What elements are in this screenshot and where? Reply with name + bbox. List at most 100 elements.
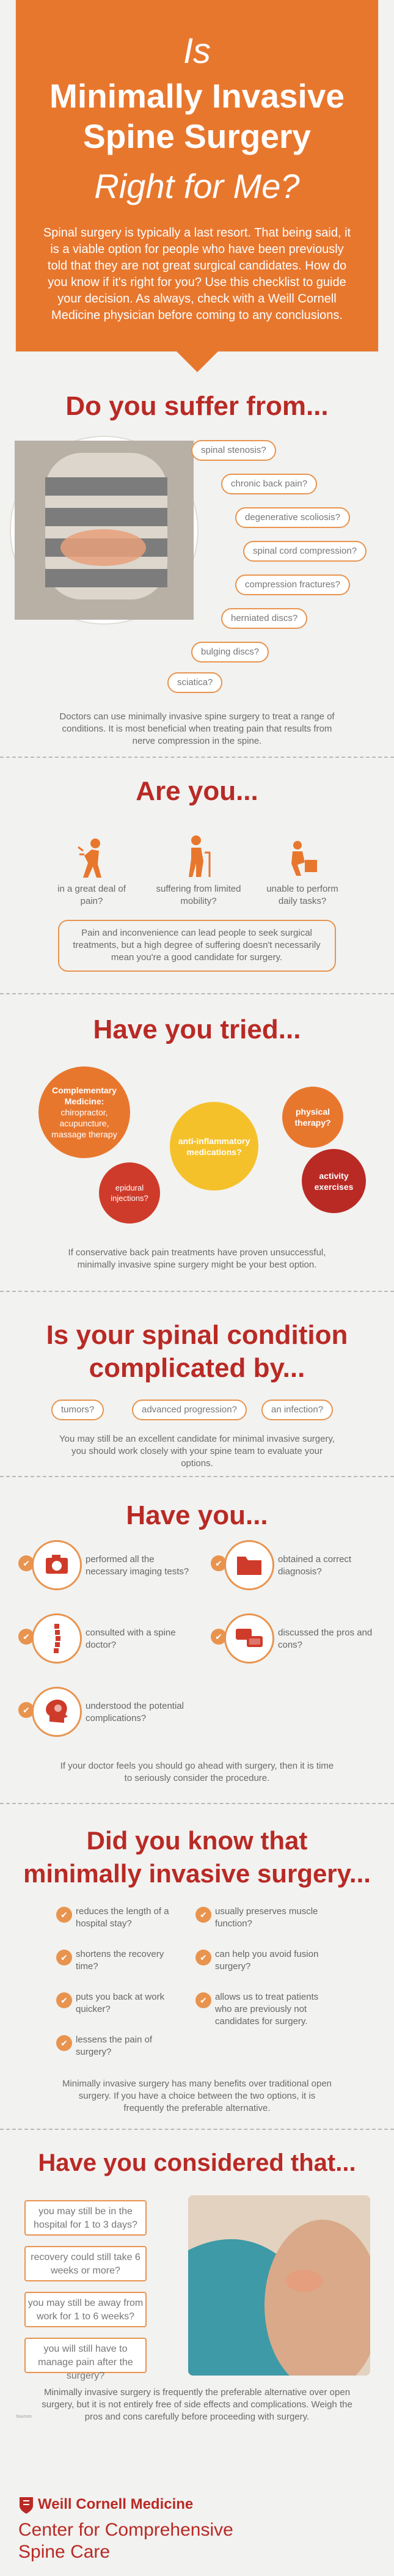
brand-center: Center for Comprehensive Spine Care — [18, 2519, 233, 2563]
check-icon — [195, 1950, 211, 1965]
complicated-note: You may still be an excellent candidate … — [59, 1434, 335, 1469]
back-exam-photo — [188, 2195, 370, 2376]
benefit-2: shortens the recovery time? — [76, 1949, 164, 1972]
consider-box-3: you may still be away from work for 1 to… — [24, 2292, 147, 2327]
check-icon — [195, 1992, 211, 2008]
bubble-complementary: Complementary Medicine:chiropractor, acu… — [38, 1066, 130, 1158]
header-intro: Spinal surgery is typically a last resor… — [43, 226, 351, 322]
have-you-item-5: understood the potential complications? — [86, 1701, 184, 1723]
have-you-item-1: performed all the necessary imaging test… — [86, 1554, 189, 1577]
bubble-complementary-text: chiropractor, acupuncture, massage thera… — [51, 1107, 117, 1139]
bubble-epidural: epidural injections? — [99, 1162, 160, 1224]
have-you-note: If your doctor feels you should go ahead… — [60, 1761, 334, 1783]
divider-5 — [0, 1803, 394, 1804]
brand-name: Weill Cornell Medicine — [38, 2496, 194, 2512]
title-line-3: Spine Surgery — [83, 117, 311, 155]
check-icon — [56, 2035, 72, 2051]
header-banner: Is Minimally Invasive Spine Surgery Righ… — [16, 0, 378, 372]
condition-pill-8: sciatica? — [167, 672, 223, 693]
have-you-item-3: consulted with a spine doctor? — [86, 1627, 176, 1650]
complication-pill-2: advanced progression? — [132, 1400, 247, 1420]
benefit-6: can help you avoid fusion surgery? — [215, 1949, 319, 1972]
pain-person-icon — [78, 838, 101, 878]
are-you-item-1: in a great deal of pain? — [57, 884, 126, 906]
did-you-know-line-2: minimally invasive surgery... — [23, 1859, 371, 1888]
check-icon — [195, 1907, 211, 1923]
spine-icon — [32, 1613, 82, 1664]
complicated-title-line-1: Is your spinal condition — [46, 1320, 348, 1350]
divider-6 — [0, 2129, 394, 2130]
section-title-complicated: Is your spinal condition complicated by.… — [0, 1319, 394, 1385]
references-heading: Sources: — [16, 2415, 33, 2419]
lifting-person-icon — [291, 841, 317, 876]
section-title-suffer: Do you suffer from... — [65, 391, 329, 421]
head-thinking-icon — [32, 1687, 82, 1737]
title-main: Minimally Invasive Spine Surgery — [16, 76, 378, 156]
check-icon — [18, 1629, 34, 1645]
consider-box-2: recovery could still take 6 weeks or mor… — [24, 2246, 147, 2281]
benefit-5: usually preserves muscle function? — [215, 1906, 318, 1929]
section-title-are-you: Are you... — [136, 776, 258, 806]
check-icon — [56, 1907, 72, 1923]
have-you-item-2: obtained a correct diagnosis? — [278, 1554, 352, 1577]
section-title-have-you: Have you... — [126, 1500, 268, 1530]
benefit-4: lessens the pain of surgery? — [76, 2035, 153, 2057]
folder-icon — [224, 1540, 274, 1590]
complicated-title-line-2: complicated by... — [89, 1353, 305, 1383]
consider-box-1: you may still be in the hospital for 1 t… — [24, 2200, 147, 2236]
back-pain-photo — [11, 437, 197, 623]
considered-note: Minimally invasive surgery is frequently… — [42, 2387, 352, 2422]
weill-cornell-shield-icon — [20, 2497, 33, 2514]
tried-note: If conservative back pain treatments hav… — [68, 1247, 326, 1270]
bubble-anti-inflammatory: anti-inflammatory medications? — [170, 1102, 258, 1191]
check-icon — [18, 1702, 34, 1718]
references: Sources: — [16, 2414, 376, 2420]
check-icon — [56, 1950, 72, 1965]
suffer-note: Doctors can use minimally invasive spine… — [59, 711, 335, 746]
consider-box-4: you will still have to manage pain after… — [24, 2338, 147, 2381]
condition-pill-3: degenerative scoliosis? — [235, 507, 350, 528]
divider-4 — [0, 1476, 394, 1477]
are-you-note: Pain and inconvenience can lead people t… — [73, 928, 321, 963]
divider-2 — [0, 993, 394, 994]
divider-3 — [0, 1291, 394, 1292]
brand-center-line-1: Center for Comprehensive — [18, 2520, 233, 2540]
did-you-know-note: Minimally invasive surgery has many bene… — [62, 2079, 332, 2113]
condition-pill-6: herniated discs? — [221, 608, 308, 629]
bubble-activity-exercises: activity exercises — [302, 1149, 366, 1213]
condition-pill-7: bulging discs? — [191, 642, 269, 662]
condition-pill-5: compression fractures? — [235, 574, 350, 595]
are-you-item-3: unable to perform daily tasks? — [266, 884, 338, 906]
bubble-complementary-title: Complementary Medicine: — [52, 1085, 117, 1106]
back-exam-illustration — [188, 2195, 370, 2376]
complication-pill-1: tumors? — [51, 1400, 104, 1420]
benefit-3: puts you back at work quicker? — [76, 1992, 165, 2014]
section-title-considered: Have you considered that... — [38, 2149, 356, 2176]
check-icon — [211, 1555, 227, 1571]
divider-1 — [0, 757, 394, 758]
benefit-7: allows us to treat patients who are prev… — [215, 1992, 319, 2027]
condition-pill-4: spinal cord compression? — [243, 541, 367, 562]
condition-pill-1: spinal stenosis? — [191, 440, 276, 461]
check-icon — [211, 1629, 227, 1645]
check-icon — [56, 1992, 72, 2008]
speech-bubbles-icon — [224, 1613, 274, 1664]
are-you-callout: Pain and inconvenience can lead people t… — [58, 920, 336, 972]
have-you-item-4: discussed the pros and cons? — [278, 1627, 373, 1650]
cane-person-icon — [189, 835, 211, 877]
benefit-1: reduces the length of a hospital stay? — [76, 1906, 169, 1929]
complication-pill-3: an infection? — [261, 1400, 334, 1420]
title-line-1: Is — [183, 31, 211, 71]
bubble-physical-therapy: physical therapy? — [282, 1087, 343, 1148]
brand-footer: Weill Cornell Medicine Center for Compre… — [0, 2487, 394, 2576]
are-you-item-2: suffering from limited mobility? — [156, 884, 241, 906]
check-icon — [18, 1555, 34, 1571]
back-pain-illustration — [15, 441, 194, 620]
brand-center-line-2: Spine Care — [18, 2542, 111, 2562]
title-line-4: Right for Me? — [94, 167, 300, 205]
camera-icon — [32, 1540, 82, 1590]
did-you-know-line-1: Did you know that — [86, 1826, 308, 1855]
title-line-2: Minimally Invasive — [49, 77, 345, 115]
section-title-did-you-know: Did you know that minimally invasive sur… — [0, 1824, 394, 1890]
